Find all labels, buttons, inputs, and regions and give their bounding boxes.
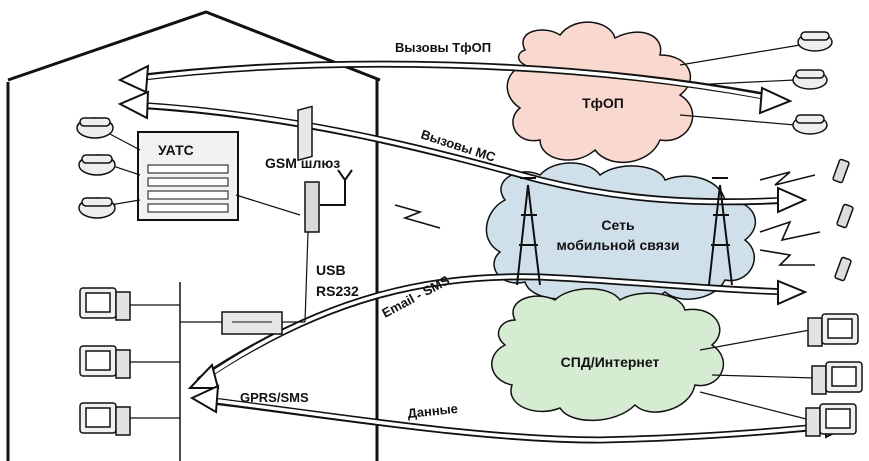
phone-icon-left-2 (78, 154, 116, 176)
lan-pc-links (130, 304, 180, 419)
computer-icon-right-1 (807, 313, 859, 347)
mobile-phone-icon (834, 256, 852, 282)
phone-icon-left-1 (76, 117, 114, 139)
usb-rs232-link: USB RS232 (282, 231, 359, 323)
arrowhead-mobile-left (117, 90, 150, 120)
mobile-cloud-label-2: мобильной связи (557, 237, 680, 253)
pstn-calls-label: Вызовы ТфОП (395, 40, 491, 55)
computer-icon-left-1 (79, 287, 131, 321)
pbx-phone-lines (107, 132, 301, 216)
building (6, 10, 381, 461)
computer-icon-left-3 (79, 402, 131, 436)
antenna-icon (337, 169, 353, 182)
usb-label: USB (316, 262, 346, 278)
network-hub (180, 311, 283, 335)
arrowhead-email-right (777, 279, 808, 306)
pbx-label: УАТС (158, 142, 194, 158)
internet-pc-lines (699, 329, 816, 421)
gprs-sms-label: GPRS/SMS (240, 390, 309, 405)
mobile-cloud-label-1: Сеть (601, 217, 635, 233)
mobile-phone-icon (832, 158, 850, 184)
arrowhead-data-left (189, 384, 220, 414)
cell-tower-left (516, 177, 541, 286)
mobile-phone-icons (832, 158, 854, 282)
cell-tower-right (708, 177, 733, 286)
computer-icon-right-3 (805, 403, 857, 437)
computer-icon-right-2 (811, 361, 863, 395)
radio-links (394, 171, 821, 266)
arrowhead-mobile-right (777, 186, 808, 214)
phone-icon-right-3 (792, 114, 828, 135)
arrowhead-pstn-right (758, 86, 793, 115)
computer-icon-left-2 (79, 345, 131, 379)
radio-link-gateway (394, 204, 441, 229)
arrowhead-email-left (187, 363, 220, 389)
mobile-phone-icon (836, 203, 854, 229)
internet-cloud-label: СПД/Интернет (561, 354, 660, 370)
pstn-cloud-label: ТфОП (582, 95, 624, 111)
internet-cloud: СПД/Интернет (491, 288, 724, 422)
rs232-label: RS232 (316, 283, 359, 299)
gsm-gateway-label: GSM шлюз (265, 155, 340, 171)
pstn-cloud: ТфОП (506, 21, 694, 164)
data-flow-label: Данные (407, 401, 459, 421)
phone-icon-right-2 (792, 69, 828, 90)
arrowhead-pstn-left (117, 64, 150, 94)
gsm-gateway: GSM шлюз (265, 105, 353, 233)
phone-icon-left-3 (78, 197, 116, 219)
flow-arrows-inner (138, 62, 837, 442)
pbx-unit: УАТС (137, 131, 239, 221)
email-sms-label: Email - SMS (379, 272, 452, 320)
phone-icon-right-1 (797, 31, 833, 52)
